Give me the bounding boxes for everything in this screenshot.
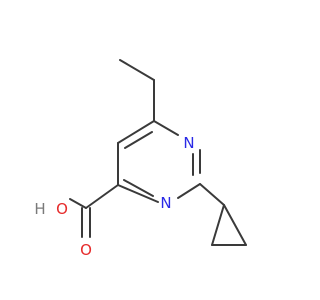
oxygen-label-carbonyl: O bbox=[80, 241, 92, 259]
bond-cyclopropyl-a bbox=[211, 204, 225, 246]
bond-c5-c6-double bbox=[124, 131, 153, 149]
molecule-structure: N N O H O bbox=[34, 59, 247, 259]
bond-c6-n1 bbox=[153, 120, 179, 136]
bond-propyl-3 bbox=[117, 120, 155, 144]
hydrogen-label: H bbox=[34, 200, 45, 218]
bond-c2-cyclopropyl bbox=[199, 183, 225, 206]
nitrogen-label-2: N bbox=[160, 194, 171, 212]
bond-propyl-1 bbox=[119, 59, 155, 81]
bond-n3-c4 bbox=[117, 184, 159, 203]
oxygen-label-hydroxyl: O bbox=[56, 200, 68, 218]
bond-n3-c4-double bbox=[123, 179, 154, 197]
nitrogen-label-1: N bbox=[183, 134, 194, 152]
bond-c4-carboxyl bbox=[85, 184, 119, 209]
bond-cyclopropyl-b bbox=[223, 204, 247, 246]
bond-carboxyl-oh bbox=[69, 198, 87, 209]
bond-c2-n3 bbox=[177, 183, 201, 199]
